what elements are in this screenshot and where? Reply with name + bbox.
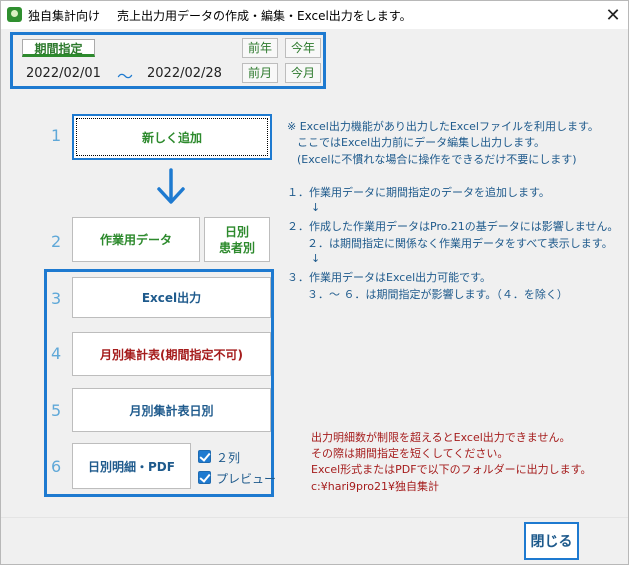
step-number: 6	[51, 457, 62, 476]
note-arrow: ↓	[311, 201, 321, 214]
step-number: 2	[51, 232, 62, 251]
close-button[interactable]: 閉じる	[524, 522, 579, 560]
step-number: 4	[51, 344, 62, 363]
preview-checkbox[interactable]	[198, 471, 211, 484]
arrow-down-icon	[157, 168, 185, 204]
note-line: ※ Excel出力機能があり出力したExcelファイルを利用します。	[287, 120, 599, 133]
work-data-button[interactable]: 作業用データ	[72, 217, 200, 262]
window-title: 売上出力用データの作成・編集・Excel出力をします。	[117, 9, 412, 23]
note-line: ２．は期間指定に関係なく作業用データをすべて表示します。	[307, 237, 613, 250]
monthly-summary-button[interactable]: 月別集計表(期間指定不可)	[72, 332, 271, 376]
app-icon	[7, 7, 22, 22]
output-group	[44, 269, 274, 497]
title-bar: 独自集計向け 売上出力用データの作成・編集・Excel出力をします。 ✕	[1, 1, 628, 29]
note-line: ここではExcel出力前にデータ編集し出力します。	[297, 136, 546, 149]
excel-output-button[interactable]: Excel出力	[72, 277, 271, 318]
step-number: 5	[51, 401, 62, 420]
note-line: ３．作業用データはExcel出力可能です。	[287, 271, 492, 284]
prev-year-button[interactable]: 前年	[242, 38, 278, 58]
daily-patient-button[interactable]: 日別 患者別	[204, 217, 270, 262]
footer-divider	[1, 517, 628, 518]
date-from-field[interactable]: 2022/02/01	[26, 66, 101, 81]
daily-patient-label-line2: 患者別	[218, 240, 255, 255]
preview-label: プレビュー	[216, 472, 277, 486]
two-columns-label: ２列	[216, 451, 241, 465]
daily-patient-label-line1: 日別	[224, 224, 249, 239]
range-separator: 〜	[117, 67, 134, 86]
prev-month-button[interactable]: 前月	[242, 63, 278, 83]
warning-line: その際は期間指定を短くしてください。	[311, 447, 509, 460]
warning-line: 出力明細数が制限を超えるとExcel出力できません。	[311, 431, 571, 444]
close-icon[interactable]: ✕	[605, 4, 621, 26]
period-label: 期間指定	[22, 39, 95, 57]
daily-detail-pdf-button[interactable]: 日別明細・PDF	[72, 443, 191, 489]
app-label: 独自集計向け	[28, 9, 101, 23]
this-year-button[interactable]: 今年	[285, 38, 321, 58]
monthly-summary-daily-button[interactable]: 月別集計表日別	[72, 388, 271, 432]
period-panel: 期間指定 2022/02/01 〜 2022/02/28 前年 今年 前月 今月	[10, 32, 326, 89]
note-line: ３．～ ６．は期間指定が影響します。（４．を除く）	[307, 288, 568, 301]
step-number: 1	[51, 126, 62, 145]
note-line: ２．作成した作業用データはPro.21の基データには影響しません。	[287, 220, 619, 233]
note-arrow: ↓	[311, 252, 321, 265]
note-line: (Excelに不慣れな場合に操作をできるだけ不要にします)	[297, 153, 577, 166]
output-folder-path: c:¥hari9pro21¥独自集計	[311, 480, 440, 493]
two-columns-checkbox[interactable]	[198, 450, 211, 463]
note-line: １．作業用データに期間指定のデータを追加します。	[287, 186, 550, 199]
this-month-button[interactable]: 今月	[285, 63, 321, 83]
step-number: 3	[51, 289, 62, 308]
warning-line: Excel形式またはPDFで以下のフォルダーに出力します。	[311, 463, 592, 476]
date-to-field[interactable]: 2022/02/28	[147, 66, 222, 81]
add-new-button[interactable]: 新しく追加	[72, 114, 272, 160]
